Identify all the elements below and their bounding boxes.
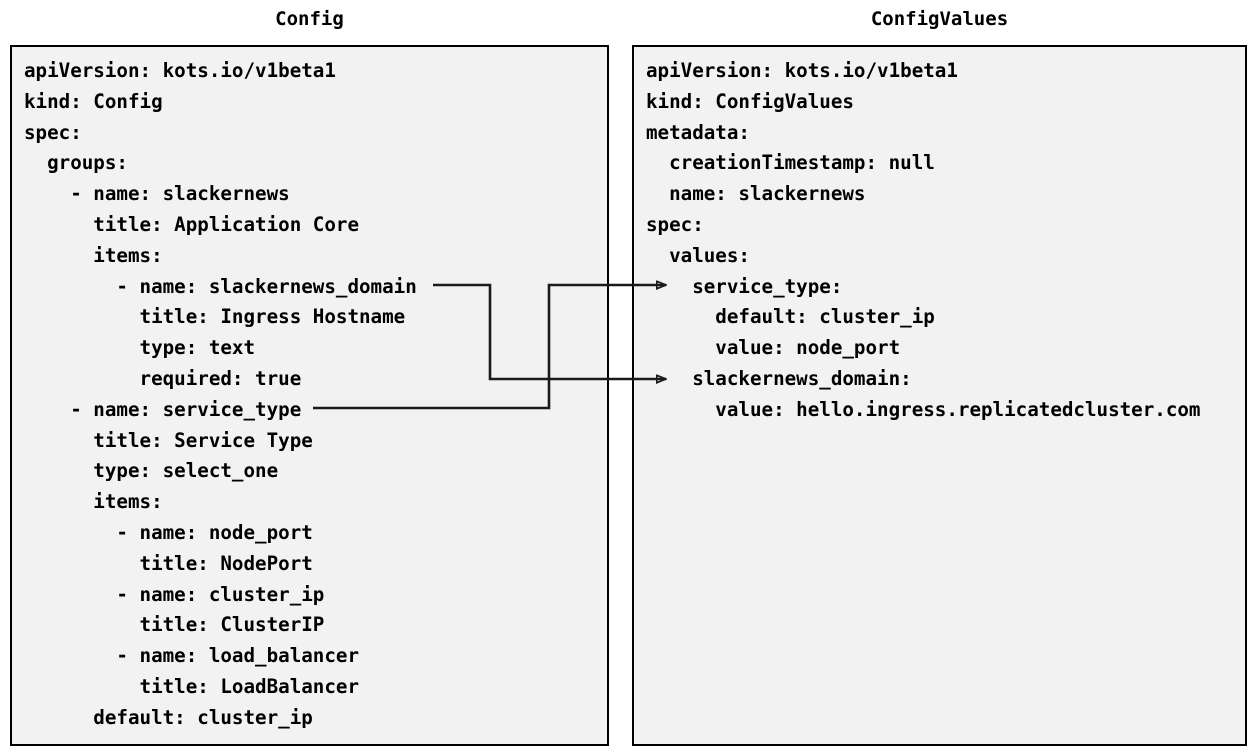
config-panel: apiVersion: kots.io/v1beta1 kind: Config… (10, 45, 609, 746)
configvalues-panel: apiVersion: kots.io/v1beta1 kind: Config… (632, 45, 1247, 746)
config-yaml-code: apiVersion: kots.io/v1beta1 kind: Config… (24, 59, 417, 729)
configvalues-yaml-code: apiVersion: kots.io/v1beta1 kind: Config… (646, 59, 1201, 421)
configvalues-panel-title: ConfigValues (870, 8, 1009, 30)
config-panel-title: Config (275, 8, 344, 30)
